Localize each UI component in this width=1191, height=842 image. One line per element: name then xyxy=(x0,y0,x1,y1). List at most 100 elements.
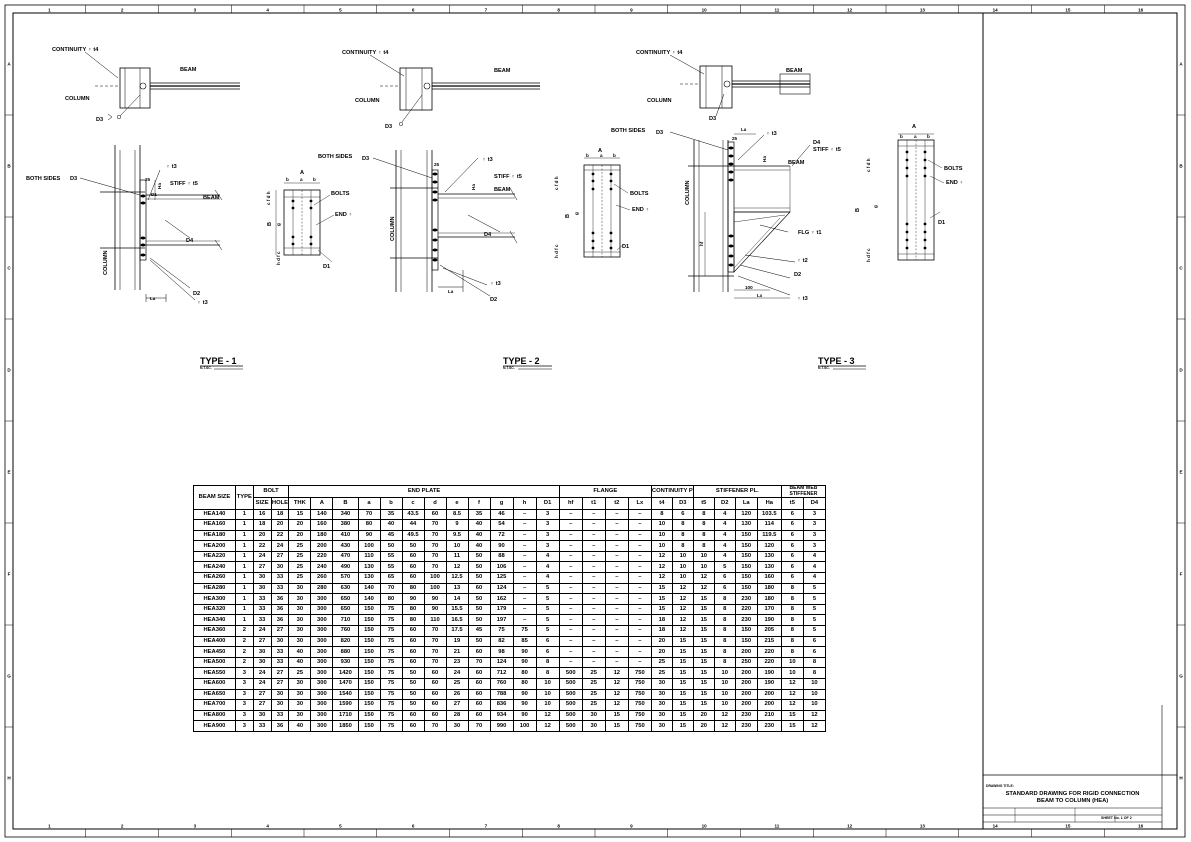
table-cell: 180 xyxy=(756,582,782,595)
grid-column-label: 11 xyxy=(774,8,779,13)
grid-column-label: 8 xyxy=(557,8,560,13)
type3-lx-label: Lx xyxy=(757,293,763,298)
sub-header-cell: t2 xyxy=(604,497,629,510)
table-cell: – xyxy=(627,593,652,605)
table-cell: HEA160 xyxy=(193,519,236,531)
table-cell: 15 xyxy=(780,709,804,722)
table-cell: 150 xyxy=(357,656,381,669)
table-cell: 1590 xyxy=(332,699,359,711)
table-cell: 15 xyxy=(671,699,694,711)
table-cell: 6 xyxy=(713,572,736,584)
table-cell: 80 xyxy=(512,678,537,690)
table-cell: 15 xyxy=(692,603,715,616)
table-cell: 70 xyxy=(423,519,447,531)
table-cell: 33 xyxy=(270,656,290,669)
table-cell: 200 xyxy=(734,667,758,679)
sub-header-cell: h xyxy=(512,497,537,510)
table-cell: 10 xyxy=(535,699,560,711)
table-cell: 70 xyxy=(423,561,447,574)
table-cell: – xyxy=(604,561,629,574)
table-cell: 5 xyxy=(535,625,560,637)
table-cell: 75 xyxy=(379,646,403,658)
type1-nts: N.T.SC. xyxy=(200,366,212,370)
table-cell: 15 xyxy=(288,508,312,521)
table-cell: 750 xyxy=(627,667,652,679)
type3-d1-label: D1 xyxy=(938,220,945,226)
table-cell: 70 xyxy=(357,508,381,521)
type1-column-label: COLUMN xyxy=(103,250,109,275)
type2-plan-view xyxy=(369,54,540,127)
table-cell: 1 xyxy=(234,529,254,542)
table-cell: – xyxy=(581,550,606,563)
table-cell: 25 xyxy=(288,540,312,552)
table-cell: 230 xyxy=(756,720,782,732)
header-end-plate: END PLATE xyxy=(288,485,560,498)
table-cell: 3 xyxy=(802,508,827,521)
table-cell: 18 xyxy=(252,519,272,531)
table-cell: – xyxy=(558,519,583,531)
table-cell: 40 xyxy=(288,720,312,732)
table-cell: 120 xyxy=(756,540,782,552)
grid-row-label: B xyxy=(7,164,11,169)
type2-d3-top-label: D3 xyxy=(385,124,392,130)
table-cell: 3 xyxy=(802,540,827,552)
table-cell: 10 xyxy=(802,678,827,690)
grid-column-label: 8 xyxy=(557,824,560,829)
table-cell: 80 xyxy=(357,519,381,531)
type3-stiff-label: STIFF ♇ t5 xyxy=(813,147,841,153)
grid-row-label: G xyxy=(7,674,11,679)
sub-header-cell: D1 xyxy=(535,497,560,510)
table-cell: 300 xyxy=(310,656,334,669)
table-cell: 410 xyxy=(332,529,359,542)
table-cell: 150 xyxy=(734,625,758,637)
sub-header-cell: t5 xyxy=(780,497,804,510)
table-cell: – xyxy=(581,561,606,574)
table-cell: 12 xyxy=(692,582,715,595)
type1-bolts-label: BOLTS xyxy=(331,191,350,197)
sub-header-cell: c xyxy=(401,497,425,510)
table-cell: 30 xyxy=(252,572,272,584)
table-cell: 12 xyxy=(650,550,673,563)
table-cell: 750 xyxy=(627,699,652,711)
table-cell: 20 xyxy=(650,635,673,648)
table-cell: 930 xyxy=(332,656,359,669)
table-cell: 75 xyxy=(379,667,403,679)
table-cell: – xyxy=(627,635,652,648)
table-cell: 20 xyxy=(288,519,312,531)
table-cell: – xyxy=(512,519,537,531)
grid-row-label: C xyxy=(1179,266,1183,271)
table-cell: 40 xyxy=(288,646,312,658)
table-cell: HEA450 xyxy=(193,646,236,658)
type1-dim-d1-label: D1 xyxy=(151,192,157,197)
table-cell: 180 xyxy=(756,593,782,605)
table-cell: 90 xyxy=(423,593,447,605)
table-cell: 3 xyxy=(234,678,254,690)
table-cell: 10 xyxy=(802,699,827,711)
table-cell: 15 xyxy=(671,709,694,722)
sub-header-cell: g xyxy=(489,497,514,510)
table-cell: 12 xyxy=(671,593,694,605)
header-web-stiffener: BEAM WEB STIFFENER xyxy=(780,485,827,498)
table-cell: 220 xyxy=(756,656,782,669)
type1-plan-view xyxy=(84,51,240,121)
type3-elevation xyxy=(669,131,811,299)
table-cell: – xyxy=(604,603,629,616)
table-cell: 4 xyxy=(535,550,560,563)
table-cell: 17.5 xyxy=(445,625,469,637)
table-cell: 13 xyxy=(445,582,469,595)
table-cell: 8 xyxy=(692,540,715,552)
type2-beam-label: BEAM xyxy=(494,187,511,193)
table-cell: 15 xyxy=(692,635,715,648)
type3-dim-a-label: A xyxy=(912,124,916,130)
table-cell: 6 xyxy=(780,572,804,584)
table-cell: 150 xyxy=(357,709,381,722)
table-cell: 50 xyxy=(401,540,425,552)
table-cell: – xyxy=(512,508,537,521)
grid-column-label: 4 xyxy=(266,8,269,13)
table-cell: 12 xyxy=(692,572,715,584)
sub-header-cell: A xyxy=(310,497,334,510)
